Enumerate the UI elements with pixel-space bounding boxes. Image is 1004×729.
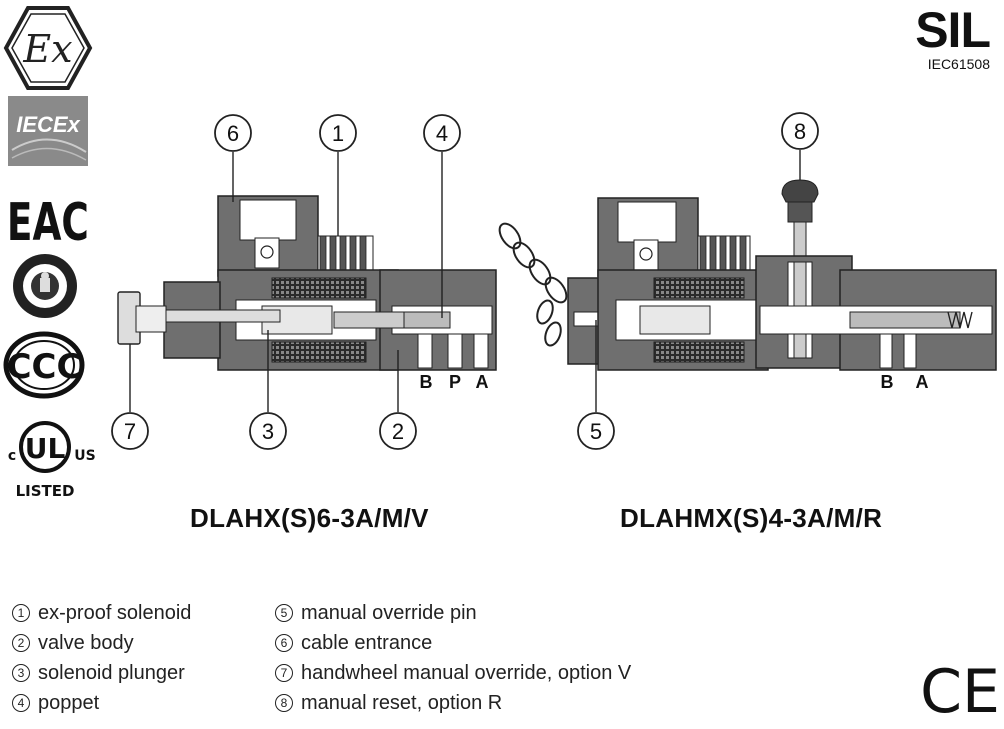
callout-3-label: 3: [262, 419, 274, 444]
legend-text: valve body: [38, 632, 134, 654]
safety-first-seal-icon: [13, 254, 77, 318]
callout-2: [379, 412, 417, 450]
callout-1: [319, 114, 357, 152]
legend-number: 8: [275, 694, 293, 712]
ce-mark-icon: CE: [920, 657, 1000, 727]
legend-column-1: 1 ex-proof solenoid 2 valve body 3 solenoid…: [12, 598, 191, 718]
ul-right-text: US: [74, 448, 95, 464]
callout-5: [577, 412, 615, 450]
legend-column-2: 5 manual override pin 6 cable entrance 7 ha…: [275, 598, 631, 718]
legend-text: manual override pin: [301, 602, 477, 624]
ul-logo-text: UL: [25, 432, 66, 465]
eac-logo-icon: EAC: [7, 192, 89, 253]
legend-item: 2 valve body: [12, 628, 191, 658]
valve-left-drawing: [117, 195, 497, 371]
legend-number: 1: [12, 604, 30, 622]
legend-text: manual reset, option R: [301, 692, 503, 714]
ul-left-text: c: [8, 448, 16, 464]
legend-number: 7: [275, 664, 293, 682]
ce-mark-text: CE: [920, 657, 1000, 727]
ex-logo-text: Ex: [22, 27, 72, 71]
sil-standard: IEC61508: [927, 56, 990, 72]
legend-number: 3: [12, 664, 30, 682]
sil-label: SIL: [915, 2, 991, 58]
sil-badge: SIL IEC61508: [915, 2, 991, 72]
ex-logo-icon: Ex: [3, 6, 93, 90]
legend-item: 1 ex-proof solenoid: [12, 598, 191, 628]
legend-item: 5 manual override pin: [275, 598, 631, 628]
legend-item: 3 solenoid plunger: [12, 658, 191, 688]
legend-number: 5: [275, 604, 293, 622]
callout-8: [781, 112, 819, 150]
callout-5-label: 5: [590, 419, 602, 444]
callout-1-label: 1: [332, 121, 344, 146]
eac-logo-text: EAC: [7, 192, 89, 253]
iecex-logo-text: IECEx: [16, 112, 80, 137]
valve-right-title: DLAHMX(S)4-3A/M/R: [620, 503, 883, 533]
legend-number: 2: [12, 634, 30, 652]
legend-text: ex-proof solenoid: [38, 602, 192, 624]
ccc-logo-text: CCC: [7, 347, 82, 387]
callout-4: [423, 114, 461, 152]
callout-3: [249, 412, 287, 450]
legend-number: 6: [275, 634, 293, 652]
legend-item: 6 cable entrance: [275, 628, 631, 658]
legend-number: 4: [12, 694, 30, 712]
legend-text: solenoid plunger: [38, 662, 185, 684]
ul-bottom-text: LISTED: [16, 482, 75, 500]
ccc-logo-icon: CCC: [3, 331, 85, 399]
callout-8-label: 8: [794, 119, 806, 144]
ul-listed-logo-icon: UL c US LISTED: [8, 421, 96, 500]
iecex-logo-icon: IECEx: [8, 96, 88, 166]
port-p-left: P: [449, 372, 461, 392]
legend-item: 4 poppet: [12, 688, 191, 718]
port-b-right: B: [881, 372, 894, 392]
legend-text: poppet: [38, 692, 100, 714]
legend-item: 7 handwheel manual override, option V: [275, 658, 631, 688]
callout-6: [214, 114, 252, 152]
callout-2-label: 2: [392, 419, 404, 444]
port-a-right: A: [916, 372, 929, 392]
port-b-left: B: [420, 372, 433, 392]
legend-text: cable entrance: [301, 632, 433, 654]
callout-6-label: 6: [227, 121, 239, 146]
callout-4-label: 4: [436, 121, 448, 146]
callout-7: [111, 412, 149, 450]
callout-7-label: 7: [124, 419, 136, 444]
legend-text: handwheel manual override, option V: [301, 662, 632, 684]
valve-right-drawing: [498, 179, 997, 371]
port-a-left: A: [476, 372, 489, 392]
valve-left-title: DLAHX(S)6-3A/M/V: [190, 503, 429, 533]
legend-item: 8 manual reset, option R: [275, 688, 631, 718]
